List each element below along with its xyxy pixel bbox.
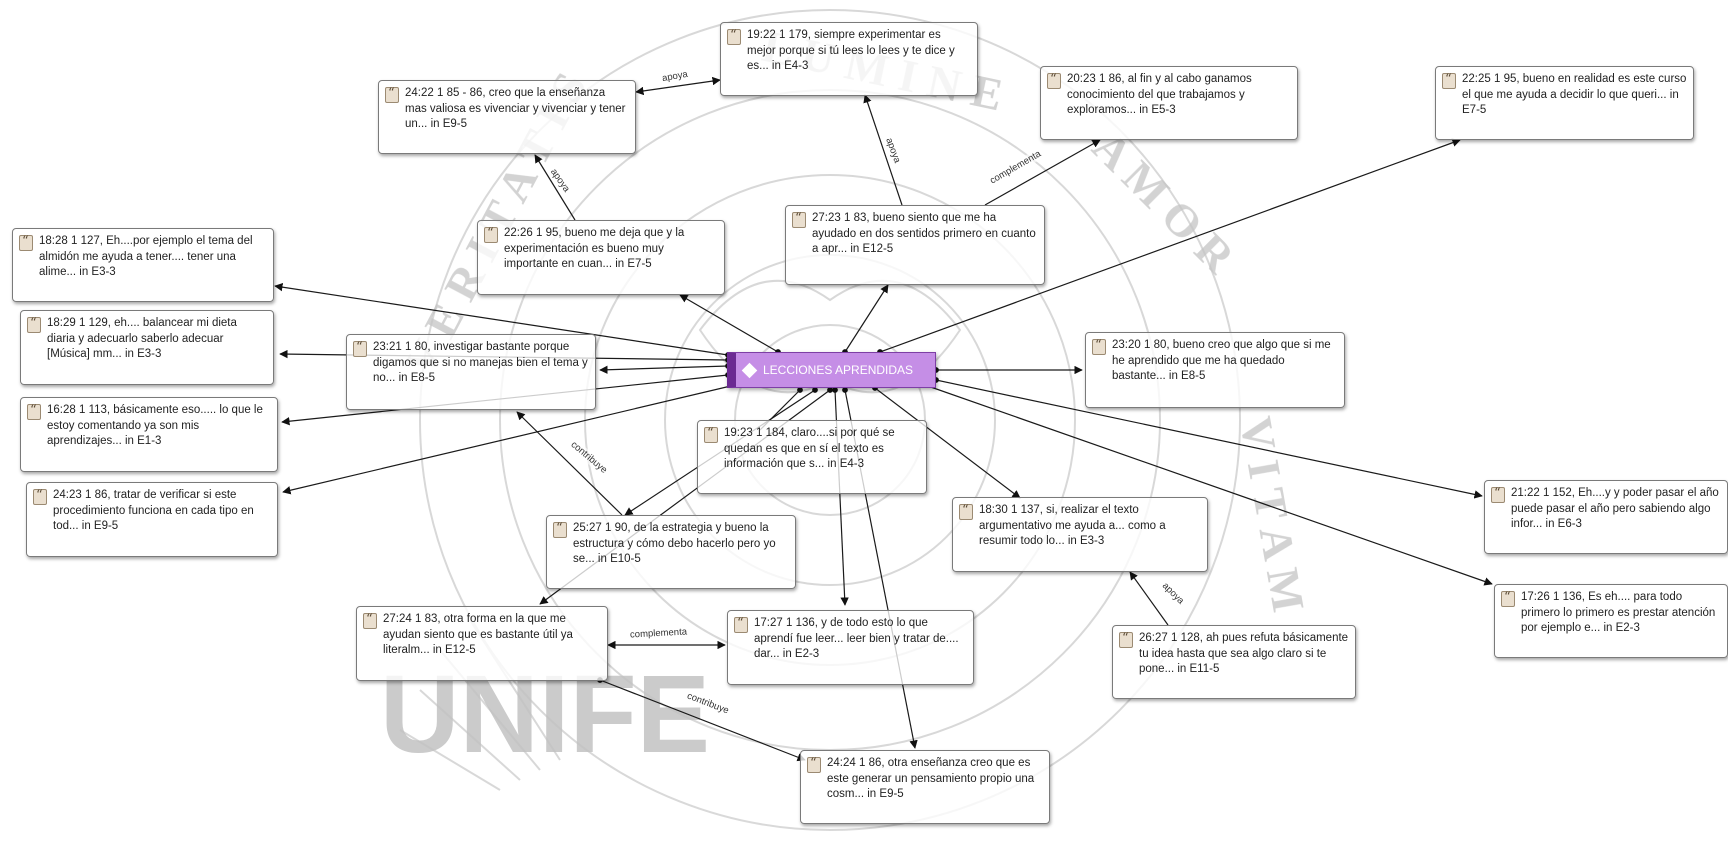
quotation-text: 16:28 1 113, básicamente eso..... lo que… <box>47 404 263 447</box>
quotation-node[interactable]: 18:29 1 129, eh.... balancear mi dieta d… <box>20 310 274 385</box>
quotation-document-icon <box>727 28 741 45</box>
quotation-node[interactable]: 23:20 1 80, bueno creo que algo que si m… <box>1085 332 1345 408</box>
link-q18-q21 <box>597 677 806 762</box>
quotation-node[interactable]: 17:26 1 136, Es eh.... para todo primero… <box>1494 584 1728 658</box>
quotation-node[interactable]: 19:22 1 179, siempre experimentar es mej… <box>720 22 978 96</box>
quotation-document-icon <box>1047 72 1061 89</box>
quotation-text: 19:22 1 179, siempre experimentar es mej… <box>747 29 955 72</box>
quotation-text: 27:23 1 83, bueno siento que me ha ayuda… <box>812 212 1036 255</box>
code-label: LECCIONES APRENDIDAS <box>763 363 914 377</box>
quotation-document-icon <box>27 316 41 333</box>
quotation-node[interactable]: 18:28 1 127, Eh....por ejemplo el tema d… <box>12 228 274 302</box>
quotation-node[interactable]: 19:23 1 184, claro....si por qué se qued… <box>697 420 927 494</box>
quotation-text: 23:20 1 80, bueno creo que algo que si m… <box>1112 339 1331 382</box>
quotation-document-icon <box>385 86 399 103</box>
quotation-node[interactable]: 23:21 1 80, investigar bastante porque d… <box>346 334 596 410</box>
quotation-document-icon <box>1119 631 1133 648</box>
link-code-q9 <box>599 363 731 374</box>
quotation-text: 26:27 1 128, ah pues refuta básicamente … <box>1139 632 1349 675</box>
quotation-text: 24:24 1 86, otra enseñanza creo que es e… <box>827 757 1035 800</box>
quotation-document-icon <box>1491 486 1505 503</box>
quotation-text: 22:26 1 95, bueno me deja que y la exper… <box>504 227 685 270</box>
quotation-text: 22:25 1 95, bueno en realidad es este cu… <box>1462 73 1687 116</box>
quotation-text: 27:24 1 83, otra forma en la que me ayud… <box>383 613 573 656</box>
quotation-document-icon <box>1092 338 1106 355</box>
link-q7-q3 <box>984 139 1101 206</box>
quotation-node[interactable]: 22:25 1 95, bueno en realidad es este cu… <box>1435 66 1694 140</box>
quotation-document-icon <box>1501 590 1515 607</box>
quotation-document-icon <box>734 616 748 633</box>
quotation-text: 19:23 1 184, claro....si por qué se qued… <box>724 427 895 470</box>
quotation-node[interactable]: 24:24 1 86, otra enseñanza creo que es e… <box>800 750 1050 824</box>
quotation-text: 20:23 1 86, al fin y al cabo ganamos con… <box>1067 73 1252 116</box>
quotation-text: 18:28 1 127, Eh....por ejemplo el tema d… <box>39 235 253 278</box>
quotation-document-icon <box>553 521 567 538</box>
quotation-document-icon <box>19 234 33 251</box>
quotation-text: 18:29 1 129, eh.... balancear mi dieta d… <box>47 317 237 360</box>
quotation-node[interactable]: 18:30 1 137, si, realizar el texto argum… <box>952 497 1208 572</box>
quotation-document-icon <box>1442 72 1456 89</box>
quotation-text: 23:21 1 80, investigar bastante porque d… <box>373 341 588 384</box>
quotation-document-icon <box>353 340 367 357</box>
link-code-q5 <box>274 282 731 358</box>
code-diamond-icon <box>741 362 758 378</box>
link-q20-q15 <box>1129 571 1169 626</box>
quotation-document-icon <box>33 488 47 505</box>
link-q7-q1 <box>863 94 903 206</box>
link-code-q6 <box>679 294 781 355</box>
quotation-node[interactable]: 27:24 1 83, otra forma en la que me ayud… <box>356 606 608 681</box>
quotation-document-icon <box>484 226 498 243</box>
quotation-document-icon <box>363 612 377 629</box>
quotation-text: 17:27 1 136, y de todo esto lo que apren… <box>754 617 959 660</box>
quotation-node[interactable]: 25:27 1 90, de la estrategia y bueno la … <box>546 515 796 589</box>
quotation-node[interactable]: 22:26 1 95, bueno me deja que y la exper… <box>477 220 725 295</box>
quotation-node[interactable]: 24:23 1 86, tratar de verificar si este … <box>26 482 278 557</box>
link-code-q7 <box>842 284 889 355</box>
code-node-lecciones-aprendidas[interactable]: LECCIONES APRENDIDAS <box>727 352 936 388</box>
link-code-q4 <box>877 138 1461 355</box>
quotation-text: 17:26 1 136, Es eh.... para todo primero… <box>1521 591 1716 634</box>
quotation-document-icon <box>959 503 973 520</box>
link-q6-q2 <box>534 154 576 221</box>
quotation-document-icon <box>704 426 718 443</box>
quotation-text: 21:22 1 152, Eh....y y poder pasar el añ… <box>1511 487 1719 530</box>
quotation-node[interactable]: 26:27 1 128, ah pues refuta básicamente … <box>1112 625 1356 699</box>
quotation-node[interactable]: 16:28 1 113, básicamente eso..... lo que… <box>20 397 278 472</box>
quotation-document-icon <box>807 756 821 773</box>
quotation-document-icon <box>27 403 41 420</box>
quotation-document-icon <box>792 211 806 228</box>
link-q16-q9 <box>516 411 623 516</box>
quotation-node[interactable]: 27:23 1 83, bueno siento que me ha ayuda… <box>785 205 1045 285</box>
quotation-text: 24:23 1 86, tratar de verificar si este … <box>53 489 254 532</box>
quotation-node[interactable]: 21:22 1 152, Eh....y y poder pasar el añ… <box>1484 480 1728 554</box>
quotation-text: 24:22 1 85 - 86, creo que la enseñanza m… <box>405 87 626 130</box>
quotation-text: 25:27 1 90, de la estrategia y bueno la … <box>573 522 776 565</box>
quotation-text: 18:30 1 137, si, realizar el texto argum… <box>979 504 1166 547</box>
quotation-node[interactable]: 20:23 1 86, al fin y al cabo ganamos con… <box>1040 66 1298 140</box>
quotation-node[interactable]: 24:22 1 85 - 86, creo que la enseñanza m… <box>378 80 636 154</box>
link-q2-q1 <box>635 76 721 96</box>
quotation-node[interactable]: 17:27 1 136, y de todo esto lo que apren… <box>727 610 974 685</box>
